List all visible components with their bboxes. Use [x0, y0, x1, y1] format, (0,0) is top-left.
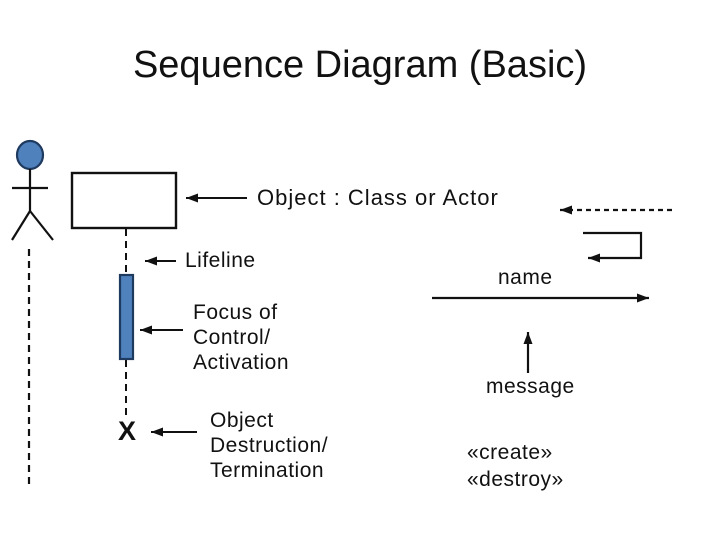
label-line: Activation	[193, 351, 290, 374]
object-box	[70, 171, 178, 230]
object-label: Object : Class or Actor	[257, 185, 499, 210]
actor-head-icon	[15, 139, 45, 171]
label-line: Focus of	[193, 301, 278, 324]
create-stereotype-label: «create»	[467, 441, 553, 464]
message-name-label: name	[498, 266, 553, 289]
actor-leg-left	[11, 210, 31, 241]
actor-figure	[11, 139, 54, 489]
lifeline-label: Lifeline	[185, 249, 256, 272]
label-line: Destruction/	[210, 434, 329, 457]
activation-bar	[118, 273, 135, 361]
actor-leg-right	[29, 210, 54, 241]
self-message-arrow	[583, 231, 643, 263]
label-line: Termination	[210, 459, 325, 482]
label-line: Object	[210, 409, 274, 432]
object-destruction-label: Object Destruction/ Termination	[210, 408, 328, 483]
focus-of-control-label: Focus of Control/ Activation	[193, 300, 289, 375]
message-label: message	[486, 375, 575, 398]
destruction-x-marker: X	[117, 416, 136, 446]
slide-title: Sequence Diagram (Basic)	[132, 44, 588, 86]
destroy-stereotype-label: «destroy»	[467, 468, 564, 491]
label-line: Control/	[193, 326, 271, 349]
